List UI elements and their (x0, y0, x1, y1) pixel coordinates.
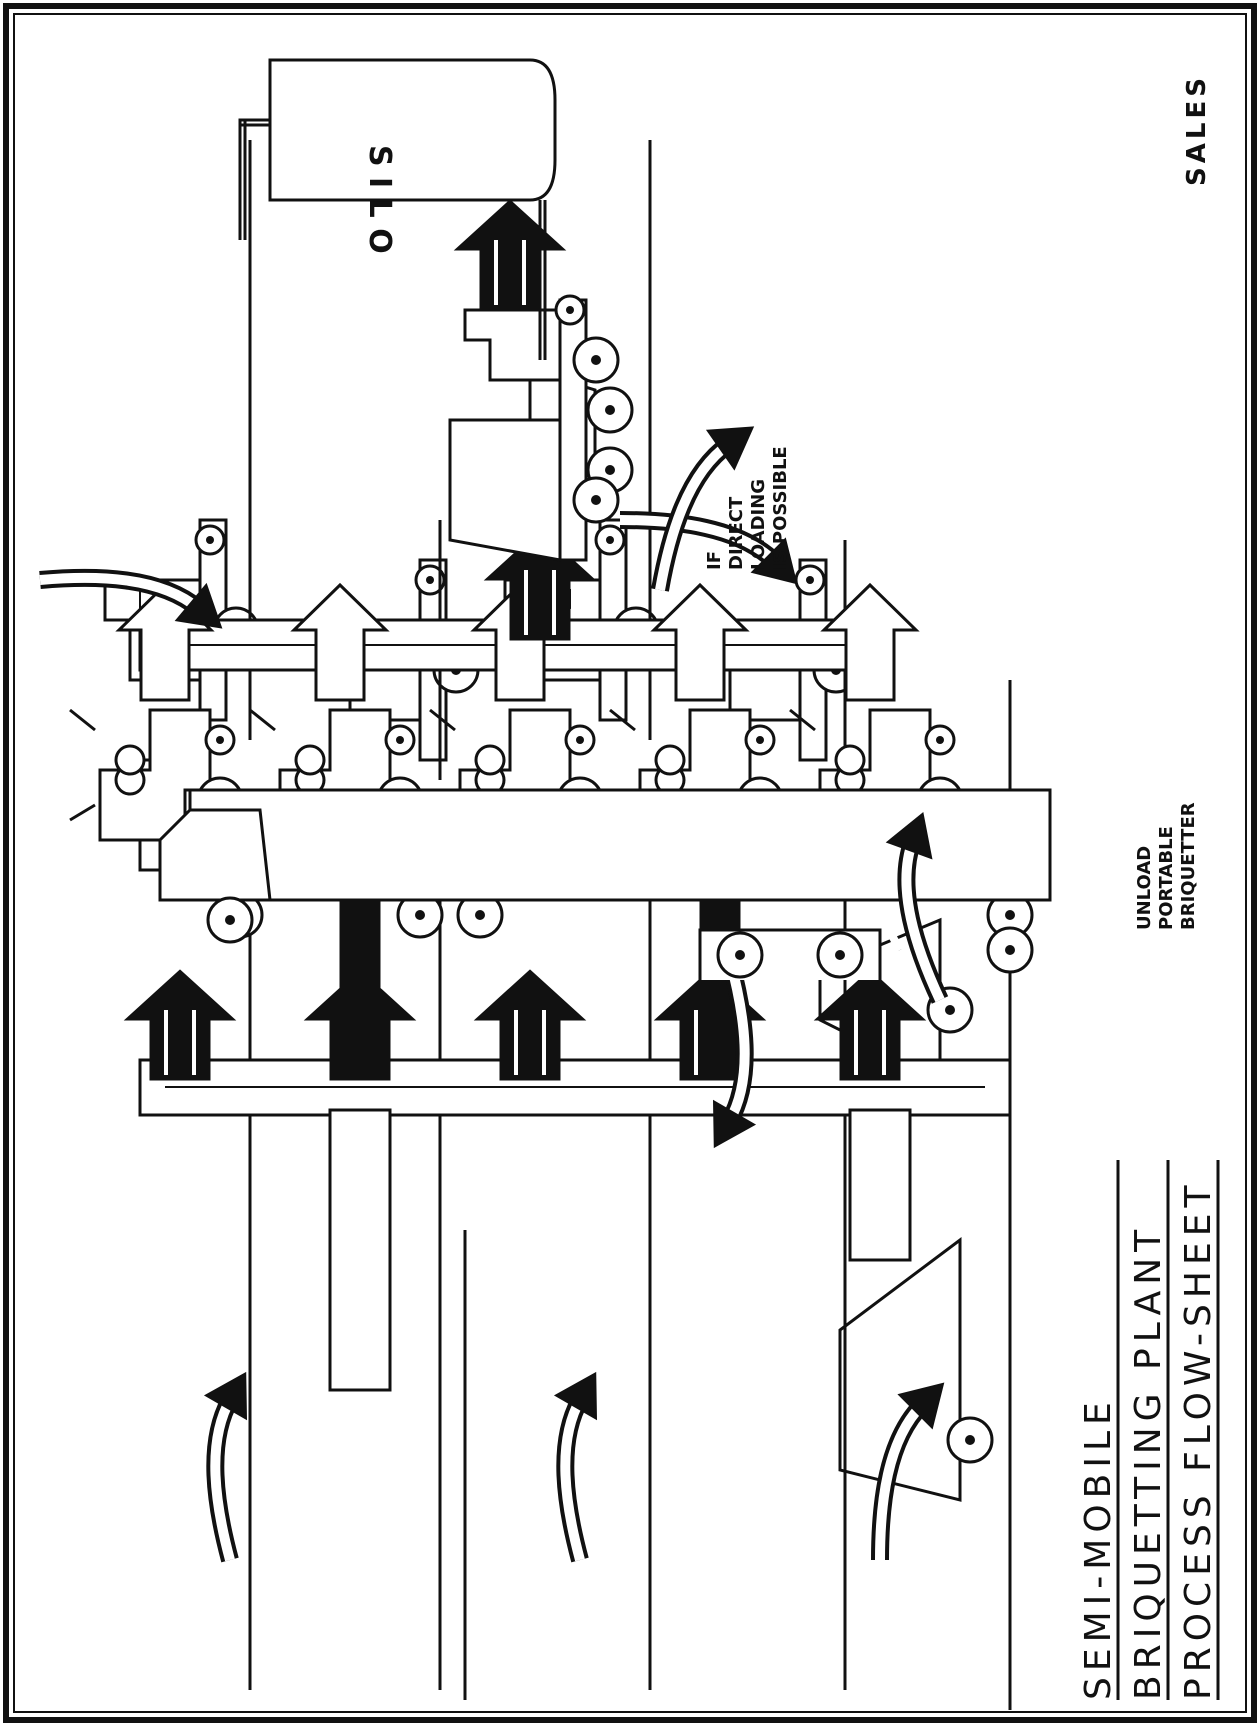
direct-loading-label: IF DIRECT LOADING IS POSSIBLE (704, 446, 791, 570)
title-block: SEMI-MOBILE BRIQUETTING PLANT PROCESS FL… (1078, 1160, 1220, 1700)
title-line-2: BRIQUETTING PLANT (1128, 1224, 1169, 1700)
silo (238, 58, 557, 360)
direct-loading-line-1: IF (704, 551, 725, 570)
tanker-cab (158, 808, 272, 944)
unload-line-2: PORTABLE (1156, 826, 1177, 930)
portable-briquetter-trailer (698, 928, 882, 980)
silo-transfer-arrow (453, 198, 567, 312)
direct-loading-line-4: IS POSSIBLE (770, 446, 791, 570)
input-swoosh-1 (140, 1361, 315, 1560)
unload-line-3: BRIQUETTER (1178, 802, 1199, 930)
direct-loading-line-3: LOADING (748, 479, 769, 570)
outer-frame (3, 3, 1257, 1723)
silo-label: S I L O (362, 145, 397, 254)
feeder-unit (838, 1237, 994, 1502)
unload-label: UNLOAD PORTABLE BRIQUETTER (1134, 802, 1199, 930)
input-swoosh-2 (490, 1361, 665, 1560)
direct-loading-line-2: DIRECT (726, 496, 747, 570)
sales-label: SALES (1182, 74, 1212, 186)
sales-label-group: SALES (1182, 74, 1212, 186)
title-line-3: PROCESS FLOW-SHEET (1178, 1180, 1219, 1700)
inner-frame (13, 13, 1247, 1713)
unload-line-1: UNLOAD (1134, 846, 1155, 930)
storage-truck (448, 294, 620, 562)
title-line-1: SEMI-MOBILE (1078, 1396, 1119, 1700)
